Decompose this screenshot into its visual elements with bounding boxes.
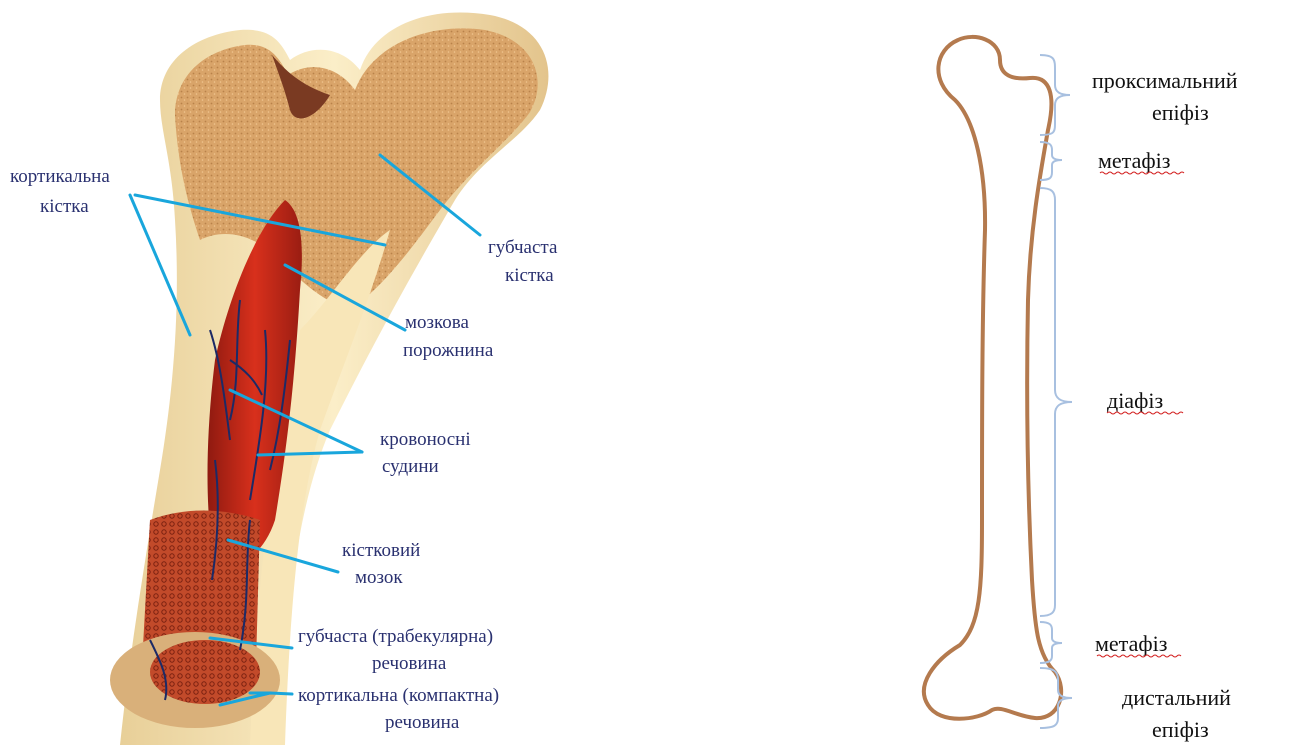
label-compact-2: речовина bbox=[385, 712, 460, 733]
label-cortical-bone-1: кортикальна bbox=[10, 166, 110, 187]
brace-diaphysis bbox=[1040, 188, 1072, 616]
label-medullary-cavity-1: мозкова bbox=[405, 312, 470, 333]
label-distal-epiphysis-1: дистальний bbox=[1122, 685, 1231, 710]
label-diaphysis: діафіз bbox=[1107, 388, 1163, 413]
label-spongy-bone-1: губчаста bbox=[488, 237, 558, 258]
label-spongy-bone-2: кістка bbox=[505, 265, 554, 286]
spellcheck-underlines bbox=[1097, 172, 1184, 657]
label-proximal-epiphysis-1: проксимальний bbox=[1092, 68, 1238, 93]
label-blood-vessels-1: кровоносні bbox=[380, 429, 471, 450]
label-bone-marrow-1: кістковий bbox=[342, 540, 420, 561]
label-proximal-epiphysis-2: епіфіз bbox=[1152, 100, 1209, 125]
label-distal-epiphysis-2: епіфіз bbox=[1152, 717, 1209, 742]
right-labels: проксимальний епіфіз метафіз діафіз мета… bbox=[1092, 68, 1238, 742]
label-medullary-cavity-2: порожнина bbox=[403, 340, 494, 361]
label-compact-1: кортикальна (компактна) bbox=[298, 685, 499, 706]
label-trabecular-2: речовина bbox=[372, 653, 447, 674]
label-trabecular-1: губчаста (трабекулярна) bbox=[298, 626, 493, 647]
label-blood-vessels-2: судини bbox=[382, 456, 439, 477]
label-cortical-bone-2: кістка bbox=[40, 196, 89, 217]
label-metaphysis-bottom: метафіз bbox=[1095, 631, 1167, 656]
brace-proximal-epiphysis bbox=[1040, 55, 1070, 135]
label-metaphysis-top: метафіз bbox=[1098, 148, 1170, 173]
label-bone-marrow-2: мозок bbox=[355, 567, 403, 588]
